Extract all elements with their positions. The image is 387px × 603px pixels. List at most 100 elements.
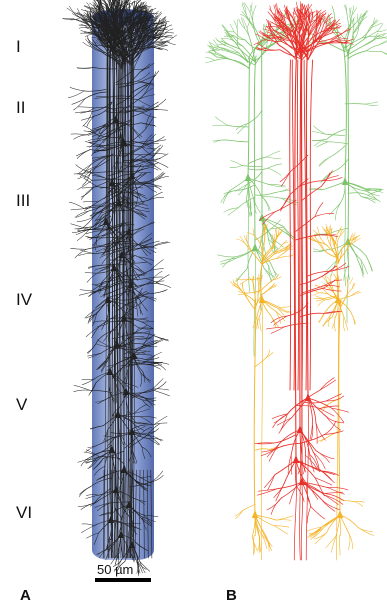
green-neuron (248, 157, 267, 164)
black-neuron (70, 87, 84, 91)
green-neuron (234, 21, 237, 31)
green-neuron (254, 56, 256, 248)
orange-neuron (315, 296, 324, 299)
green-neuron (230, 59, 248, 67)
layer-label-ii: II (16, 98, 25, 117)
orange-neuron (255, 358, 266, 367)
red-apical-bundle (310, 60, 313, 390)
green-neuron (325, 134, 345, 136)
orange-neuron (339, 281, 340, 290)
red-apical-bundle (292, 60, 294, 390)
green-neuron (267, 151, 280, 157)
green-neuron-soma (345, 237, 351, 245)
orange-neuron-soma (252, 510, 258, 518)
black-neuron (81, 24, 88, 27)
orange-neuron (339, 518, 340, 555)
black-neuron (156, 275, 170, 284)
orange-neuron (259, 318, 261, 332)
black-neuron (68, 91, 84, 98)
green-neuron (262, 197, 282, 199)
green-neuron (357, 14, 359, 25)
green-neuron (352, 8, 357, 16)
green-neuron (248, 59, 250, 178)
layer-label-vi: VI (16, 503, 32, 522)
black-neuron (154, 416, 168, 425)
green-neuron (222, 38, 232, 39)
green-neuron (246, 200, 250, 216)
red-neuron (306, 401, 308, 560)
green-neuron (283, 226, 293, 239)
orange-neuron (275, 229, 276, 238)
green-neuron (365, 102, 378, 104)
green-neuron (313, 249, 327, 250)
red-neuron (284, 460, 296, 483)
green-neuron (248, 181, 250, 292)
green-neuron (228, 140, 248, 142)
red-neuron (320, 378, 334, 390)
orange-neuron (252, 515, 255, 537)
black-neuron (165, 35, 173, 36)
black-neuron (149, 154, 166, 155)
green-neuron (255, 193, 275, 196)
green-neuron (268, 164, 282, 168)
red-neuron (278, 443, 302, 447)
green-neuron (366, 255, 373, 271)
orange-neuron (354, 502, 363, 507)
green-neuron (230, 166, 242, 168)
green-neuron (324, 182, 345, 189)
orange-neuron (252, 252, 262, 264)
black-neuron (79, 107, 95, 108)
red-neuron (332, 408, 349, 412)
black-neuron (152, 109, 168, 110)
orange-neuron (240, 279, 248, 284)
red-neuron (272, 414, 287, 419)
green-neuron (366, 45, 378, 51)
red-neuron (300, 288, 323, 295)
black-neuron (77, 150, 90, 159)
green-neuron (254, 26, 262, 44)
black-neuron (78, 180, 93, 189)
orange-neuron (339, 300, 341, 515)
green-neuron (261, 196, 270, 211)
black-neuron (69, 202, 84, 209)
black-neuron (167, 35, 177, 42)
layer-label-iv: IV (16, 290, 33, 309)
green-neuron (212, 125, 228, 126)
red-neuron (290, 486, 297, 504)
green-neuron (267, 157, 281, 159)
green-neuron (377, 34, 387, 37)
black-neuron (75, 249, 86, 258)
black-neuron (165, 37, 174, 38)
black-neuron (74, 390, 90, 392)
orange-neuron (329, 316, 330, 327)
green-neuron (301, 35, 313, 36)
green-neuron (371, 21, 378, 27)
orange-neuron (351, 313, 355, 325)
green-neuron (224, 208, 238, 213)
black-neuron (71, 134, 86, 135)
green-neuron (230, 59, 248, 67)
orange-neuron (253, 229, 254, 236)
orange-neuron (253, 317, 257, 328)
black-neuron (76, 211, 88, 217)
green-neuron (206, 61, 215, 64)
red-neuron (264, 475, 274, 488)
green-neuron (348, 49, 349, 242)
orange-neuron (326, 537, 336, 548)
green-neuron (319, 158, 329, 167)
orange-neuron (327, 276, 331, 282)
orange-neuron (282, 242, 288, 245)
red-neuron (300, 313, 324, 317)
red-neuron (277, 3, 280, 15)
green-neuron (268, 168, 281, 175)
red-neuron-soma (293, 455, 299, 463)
green-neuron (366, 51, 381, 52)
panel-label-b: B (226, 587, 237, 603)
red-neuron (275, 460, 296, 475)
red-neuron (262, 448, 279, 453)
red-neuron (320, 380, 335, 390)
orange-neuron (348, 535, 350, 550)
orange-neuron (338, 248, 347, 261)
green-neuron (228, 208, 238, 215)
green-neuron (362, 40, 373, 47)
